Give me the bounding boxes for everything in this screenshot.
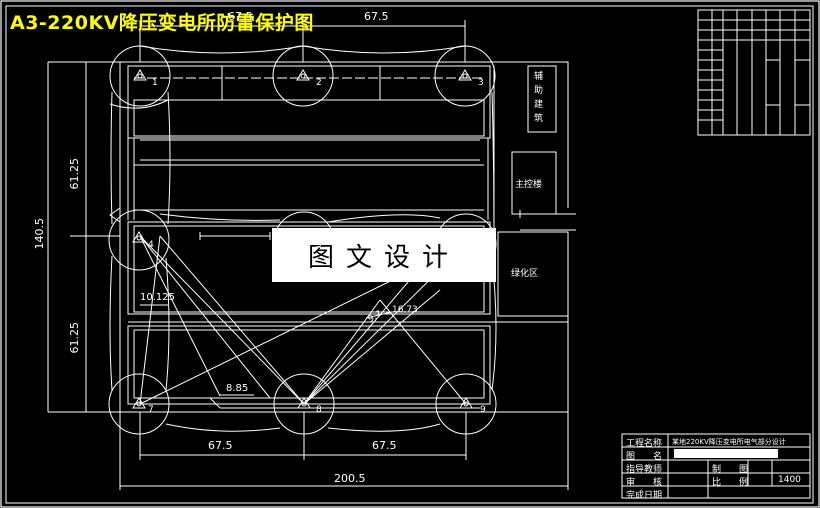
rod-number-3: 3 [478, 78, 484, 88]
inner-frame [5, 5, 814, 504]
dim-bottom-total: 200.5 [334, 472, 366, 485]
aux-building-label: 辅助建筑 [534, 72, 544, 124]
revision-table [697, 9, 811, 136]
drawing-title: A3-220KV降压变电所防雷保护图 [10, 12, 314, 34]
green-area [497, 231, 569, 317]
protection-envelope [109, 45, 497, 432]
control-building [511, 151, 576, 231]
dim-left-lower: 61.25 [68, 322, 81, 354]
tb-designer-label: 指导教师 [626, 465, 663, 475]
dim-left-upper: 61.25 [68, 158, 81, 190]
dim-top-right: 67.5 [364, 10, 389, 23]
title-block [621, 433, 811, 499]
watermark: 图文设计 [272, 228, 496, 282]
rod-number-9: 9 [480, 405, 486, 415]
tb-drawing-no-label: 制 图 [712, 465, 749, 475]
tb-scale-value: 1400 [778, 475, 801, 485]
dimension-lines [47, 20, 569, 490]
control-building-label: 主控楼 [515, 180, 543, 190]
upper-switchyard [127, 65, 495, 230]
aux-building [527, 65, 557, 133]
tb-date-label: 完成日期 [626, 491, 663, 501]
rod-number-2: 2 [316, 78, 322, 88]
dim-top-left: 67.5 [228, 10, 253, 23]
rod-number-8: 8 [316, 405, 322, 415]
rod-number-6: 6 [478, 242, 484, 252]
dim-diag-b: 16.73 [392, 305, 418, 315]
rod-number-7: 7 [148, 405, 154, 415]
green-area-label: 绿化区 [511, 269, 539, 279]
dim-inner-radius: 10.125 [140, 292, 175, 303]
dim-bottom-right: 67.5 [372, 439, 397, 452]
rod-number-1: 1 [152, 78, 158, 88]
rod-number-4: 4 [148, 240, 154, 250]
tb-scale-label: 比 例 [712, 478, 749, 488]
tb-project-value: 某地220KV降压变电所电气部分设计 [672, 438, 786, 446]
rod-number-5: 5 [316, 240, 322, 250]
tb-drawing-label: 图 名 [626, 452, 663, 462]
lower-switchyard [127, 221, 568, 409]
tb-project-label: 工程名称 [626, 439, 663, 449]
tb-reviewer-label: 审 核 [626, 478, 663, 488]
dim-bottom-gap: 8.85 [226, 383, 249, 394]
dim-bottom-left: 67.5 [208, 439, 233, 452]
dim-left-total: 140.5 [33, 218, 46, 250]
